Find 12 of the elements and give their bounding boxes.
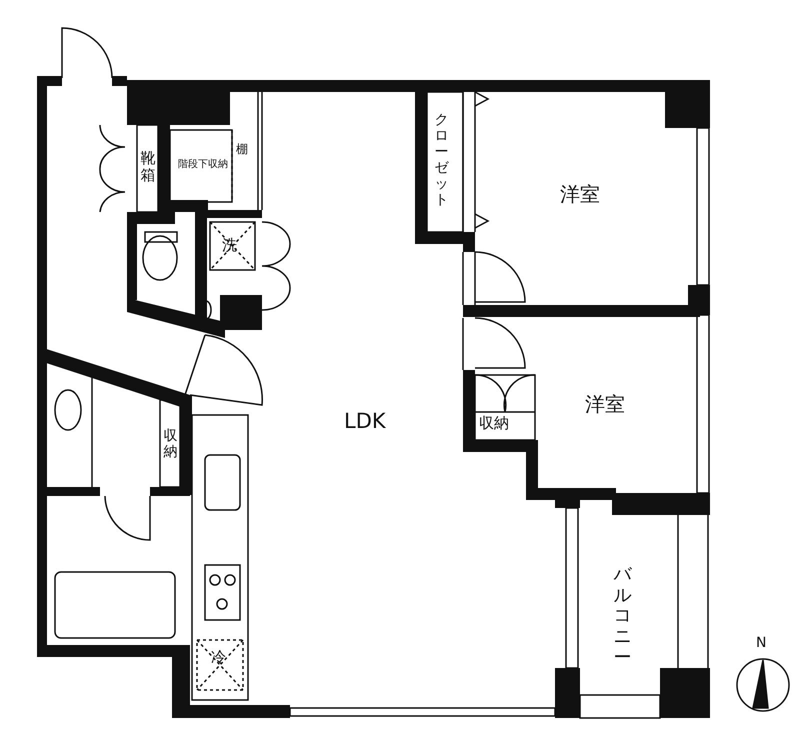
room-label: 収納 (479, 416, 509, 432)
room-label: 収納 (163, 428, 178, 460)
room-label: 洋室 (585, 394, 625, 415)
room-label: クローゼット (434, 112, 449, 209)
room-label: バルコニー (613, 565, 632, 668)
room-label: 階段下収納 (178, 160, 228, 170)
room-label: 靴箱 (140, 150, 156, 184)
room-label: LDK (344, 410, 386, 432)
room-label: 冷 (211, 650, 226, 666)
room-label: 棚 (236, 143, 248, 156)
north-label: N (756, 636, 766, 651)
room-label: 洋室 (560, 184, 600, 205)
